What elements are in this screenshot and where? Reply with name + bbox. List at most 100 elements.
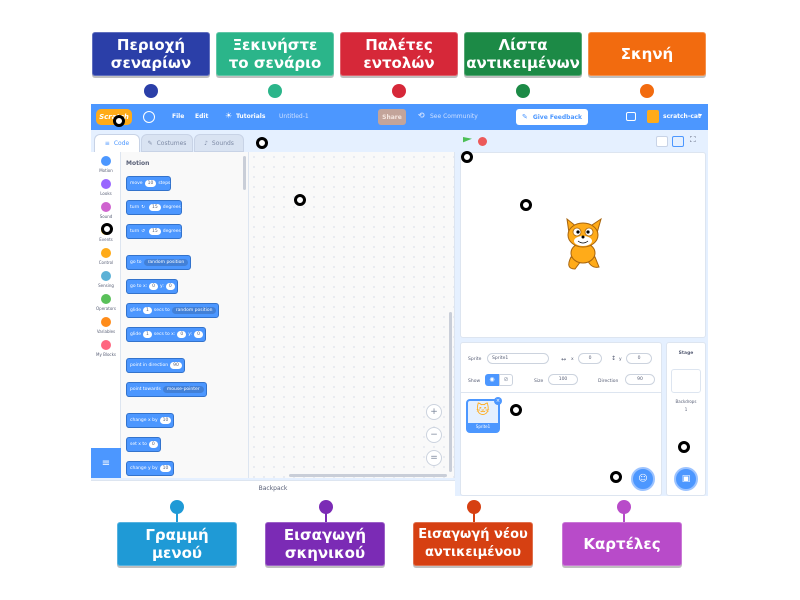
target-new-sprite[interactable]	[610, 471, 622, 483]
add-sprite-button[interactable]: ☺	[631, 467, 655, 491]
category-sensing[interactable]: Sensing	[91, 271, 121, 288]
project-title[interactable]: Untitled-1	[279, 113, 309, 120]
label-menu-bar: Γραμμή μενού	[117, 522, 237, 566]
large-stage-icon[interactable]	[672, 136, 684, 147]
block-input[interactable]: 15	[149, 228, 161, 235]
give-feedback-button[interactable]: ✎Give Feedback	[516, 109, 588, 125]
category-variables[interactable]: Variables	[91, 317, 121, 334]
see-community-button[interactable]: See Community	[430, 113, 478, 120]
block-text: go to	[130, 260, 142, 265]
sprite-thumbnail[interactable]: 🐱 Sprite1 ×	[466, 397, 502, 433]
category-control[interactable]: Control	[91, 248, 121, 265]
avatar[interactable]	[647, 110, 659, 123]
menu-tutorials[interactable]: Tutorials	[236, 113, 266, 120]
stage[interactable]	[460, 152, 706, 338]
block-input[interactable]: 0	[165, 283, 175, 290]
block-input[interactable]: 0	[148, 441, 158, 448]
category-sound[interactable]: Sound	[91, 202, 121, 219]
y-input[interactable]: 0	[626, 353, 652, 364]
target-green-flag[interactable]	[461, 151, 473, 163]
x-input[interactable]: 0	[578, 353, 602, 364]
zoom-reset-icon[interactable]: =	[426, 450, 442, 466]
block-dropdown[interactable]: mouse-pointer	[162, 386, 204, 393]
target-stage[interactable]	[520, 199, 532, 211]
sprite-cat[interactable]	[561, 217, 605, 271]
tab-code[interactable]: ≡Code	[94, 134, 140, 152]
script-scrollbar[interactable]	[449, 312, 452, 472]
block-input[interactable]: 90	[170, 362, 182, 369]
stop-icon[interactable]	[478, 137, 487, 146]
block-input[interactable]: 10	[144, 180, 157, 187]
size-input[interactable]: 100	[548, 374, 578, 385]
fullscreen-icon[interactable]: ⛶	[690, 135, 696, 144]
small-stage-icon[interactable]	[656, 136, 668, 147]
target-tabs[interactable]	[256, 137, 268, 149]
tab-costumes[interactable]: ✎Costumes	[141, 134, 193, 152]
script-area[interactable]: + − =	[249, 152, 455, 478]
tab-label: Sounds	[211, 139, 234, 147]
target-backdrop[interactable]	[678, 441, 690, 453]
tab-sounds[interactable]: ♪Sounds	[194, 134, 244, 152]
field-value: 90	[637, 377, 643, 382]
category-motion[interactable]: Motion	[91, 156, 121, 173]
category-dot	[101, 340, 111, 350]
pin-backdrop	[319, 500, 333, 514]
block-input[interactable]: 0	[177, 331, 187, 338]
menu-file[interactable]: File	[172, 113, 185, 120]
block-input[interactable]: 10	[159, 417, 172, 424]
stage-thumbnail[interactable]	[671, 369, 701, 393]
delete-sprite-icon[interactable]: ×	[494, 397, 502, 405]
add-backdrop-button[interactable]: ▣	[674, 467, 698, 491]
direction-input[interactable]: 90	[625, 374, 655, 385]
category-operators[interactable]: Operators	[91, 294, 121, 311]
target-sprite-list[interactable]	[510, 404, 522, 416]
block-input[interactable]: 15	[149, 204, 161, 211]
target-menu-bar[interactable]	[113, 115, 125, 127]
zoom-out-icon[interactable]: −	[426, 427, 442, 443]
sprite-thumb-icon: 🐱	[476, 403, 490, 418]
block-input[interactable]: 1	[142, 307, 152, 314]
my-stuff-icon[interactable]	[626, 112, 636, 121]
block-dropdown[interactable]: random position	[143, 259, 189, 266]
block-input[interactable]: 0	[194, 331, 203, 338]
field-value: 0	[588, 356, 592, 361]
chevron-down-icon[interactable]: ▾	[699, 112, 703, 119]
zoom-in-icon[interactable]: +	[426, 404, 442, 420]
field-value: Sprite1	[492, 356, 509, 361]
editor-tabs: ≡Code ✎Costumes ♪Sounds	[91, 134, 251, 152]
globe-icon[interactable]	[143, 111, 155, 123]
target-script-area[interactable]	[294, 194, 306, 206]
pin-new-sprite	[467, 500, 481, 514]
add-extension-button[interactable]: ≡	[91, 448, 121, 478]
block-input[interactable]: 10	[159, 465, 172, 472]
hide-icon[interactable]: ⊘	[499, 374, 513, 386]
menu-edit[interactable]: Edit	[195, 113, 209, 120]
share-button[interactable]: Share	[378, 109, 406, 125]
username[interactable]: scratch-cat	[663, 113, 701, 120]
block-input[interactable]: 1	[142, 331, 152, 338]
category-my-blocks[interactable]: My Blocks	[91, 340, 121, 357]
backpack[interactable]: Backpack	[91, 480, 455, 496]
script-hscrollbar[interactable]	[289, 474, 447, 477]
show-visible-icon[interactable]: ◉	[485, 374, 499, 386]
target-categories[interactable]	[101, 223, 113, 235]
category-label: Events	[99, 237, 113, 242]
sprite-name-input[interactable]: Sprite1	[487, 353, 549, 364]
category-looks[interactable]: Looks	[91, 179, 121, 196]
block-dropdown[interactable]: random position	[171, 307, 217, 314]
green-flag-icon[interactable]	[463, 137, 472, 143]
palette-scrollbar[interactable]	[243, 156, 246, 190]
block-input[interactable]: 0	[149, 283, 159, 290]
